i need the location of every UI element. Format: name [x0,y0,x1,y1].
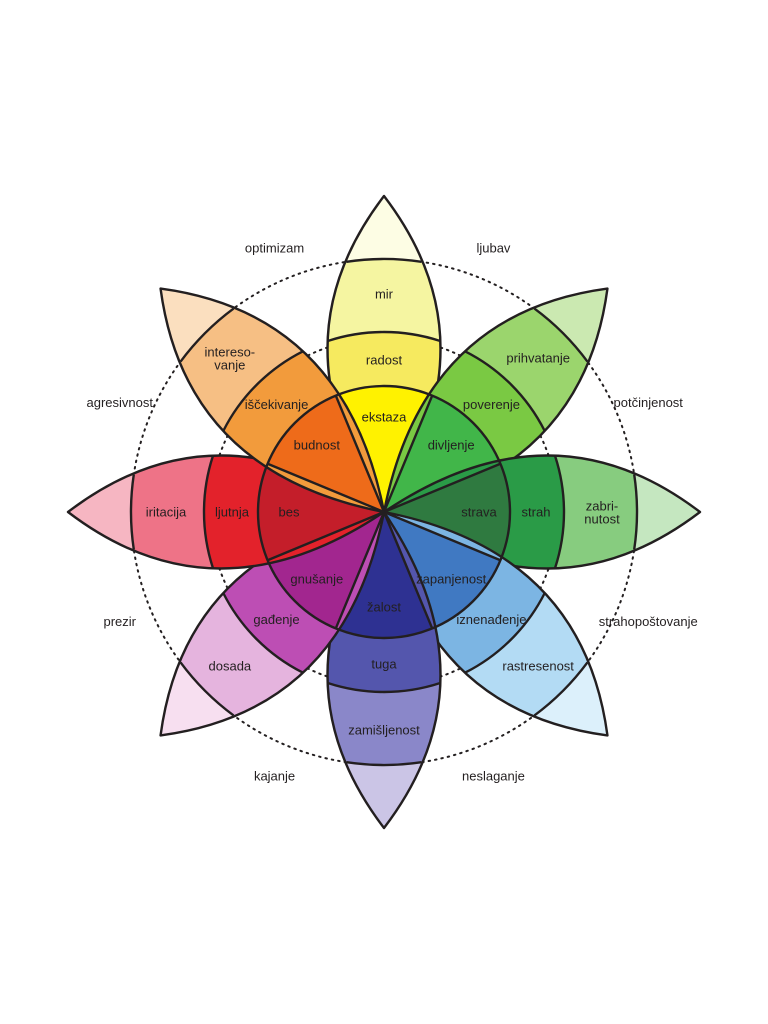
dyad-label: prezir [104,614,137,629]
spoke-disgust [334,511,386,629]
label-sadness-middle: tuga [371,657,397,672]
spoke-surprise [383,510,501,562]
dyad-label: optimizam [245,240,304,255]
dyad-label: neslaganje [462,769,525,784]
petal-anticipation-ring-2 [179,307,235,363]
petal-trust-band-middle [384,332,564,512]
petal-surprise-band-middle [384,512,564,692]
label-anger-middle: ljutnja [215,505,250,520]
petals [66,194,702,830]
label-joy-inner: ekstaza [362,410,408,425]
label-trust-middle: poverenje [463,397,520,412]
petal-trust-ring-1 [464,350,546,432]
label-fear-inner: strava [461,505,497,520]
petal-joy-ring-1 [327,330,441,343]
petal-fear-ring-1 [553,455,566,569]
petal-anticipation-outline [159,287,386,514]
petal-trust-ring-2 [533,307,589,363]
label-surprise-outer: rastresenost [502,659,574,674]
label-fear-outer: zabri-nutost [584,499,620,527]
petal-fear-ring-2 [633,474,639,550]
label-disgust-outer: dosada [209,659,252,674]
spoke-fear [383,462,501,514]
label-disgust-inner: gnušanje [290,572,343,587]
petal-surprise-ring-2 [533,661,589,717]
label-anticipation-inner: budnost [294,437,341,452]
petal-disgust-ring-1 [222,592,304,674]
spoke-trust [382,395,434,513]
petal-anticipation-band-middle [204,332,384,512]
inner-circle-outline [256,384,512,640]
ring-lines [129,257,639,767]
label-anticipation-middle: iščekivanje [245,397,309,412]
label-trust-outer: prihvatanje [506,350,570,365]
label-sadness-inner: žalost [367,600,401,615]
label-anticipation-outer: intereso-vanje [205,344,256,372]
petal-anticipation [159,287,386,514]
petal-joy-band-inner [335,385,433,512]
label-fear-middle: strah [522,505,551,520]
label-trust-inner: divljenje [428,437,475,452]
petal-anger-ring-1 [202,455,215,569]
label-surprise-inner: zapanjenost [416,572,486,587]
petal-fear-band-inner [384,463,511,561]
petal-anticipation-band-inner [267,395,384,512]
dyad-label: agresivnost [87,395,154,410]
dyad-labels: ljubav potčinjenost strahopoštovanje neslag… [87,240,698,783]
label-surprise-middle: iznenađenje [456,612,526,627]
petal-surprise-ring-1 [464,592,546,674]
spoke-sadness [382,511,434,629]
petal-disgust-ring-2 [179,661,235,717]
dyad-label: kajanje [254,769,295,784]
label-joy-middle: radost [366,353,403,368]
petal-sadness-ring-1 [327,681,441,694]
dyad-label: potčinjenost [614,395,684,410]
spoke-anticipation [267,462,385,514]
dyad-label: strahopoštovanje [599,614,698,629]
label-anger-outer: iritacija [146,505,187,520]
label-disgust-middle: gađenje [253,612,299,627]
spoke-anger [267,510,385,562]
spoke-joy [334,395,386,513]
petal-anger-ring-2 [129,474,135,550]
petal-joy-ring-2 [346,257,422,263]
petal-anticipation-ring-1 [222,350,304,432]
petal-sadness-ring-2 [346,761,422,767]
petal-surprise-band-inner [384,512,501,629]
petal-sadness-band-inner [335,512,433,639]
petal-trust-band-inner [384,395,501,512]
label-joy-outer: mir [375,287,394,302]
dyad-label: ljubav [476,240,510,255]
petal-disgust-band-inner [267,512,384,629]
petal-anger-band-inner [257,463,384,561]
petal-disgust-band-middle [204,512,384,692]
label-sadness-outer: zamišljenost [348,723,420,738]
emotion-labels: ekstaza radost mir divljenje poverenje prihva… [146,287,620,738]
label-anger-inner: bes [279,505,300,520]
